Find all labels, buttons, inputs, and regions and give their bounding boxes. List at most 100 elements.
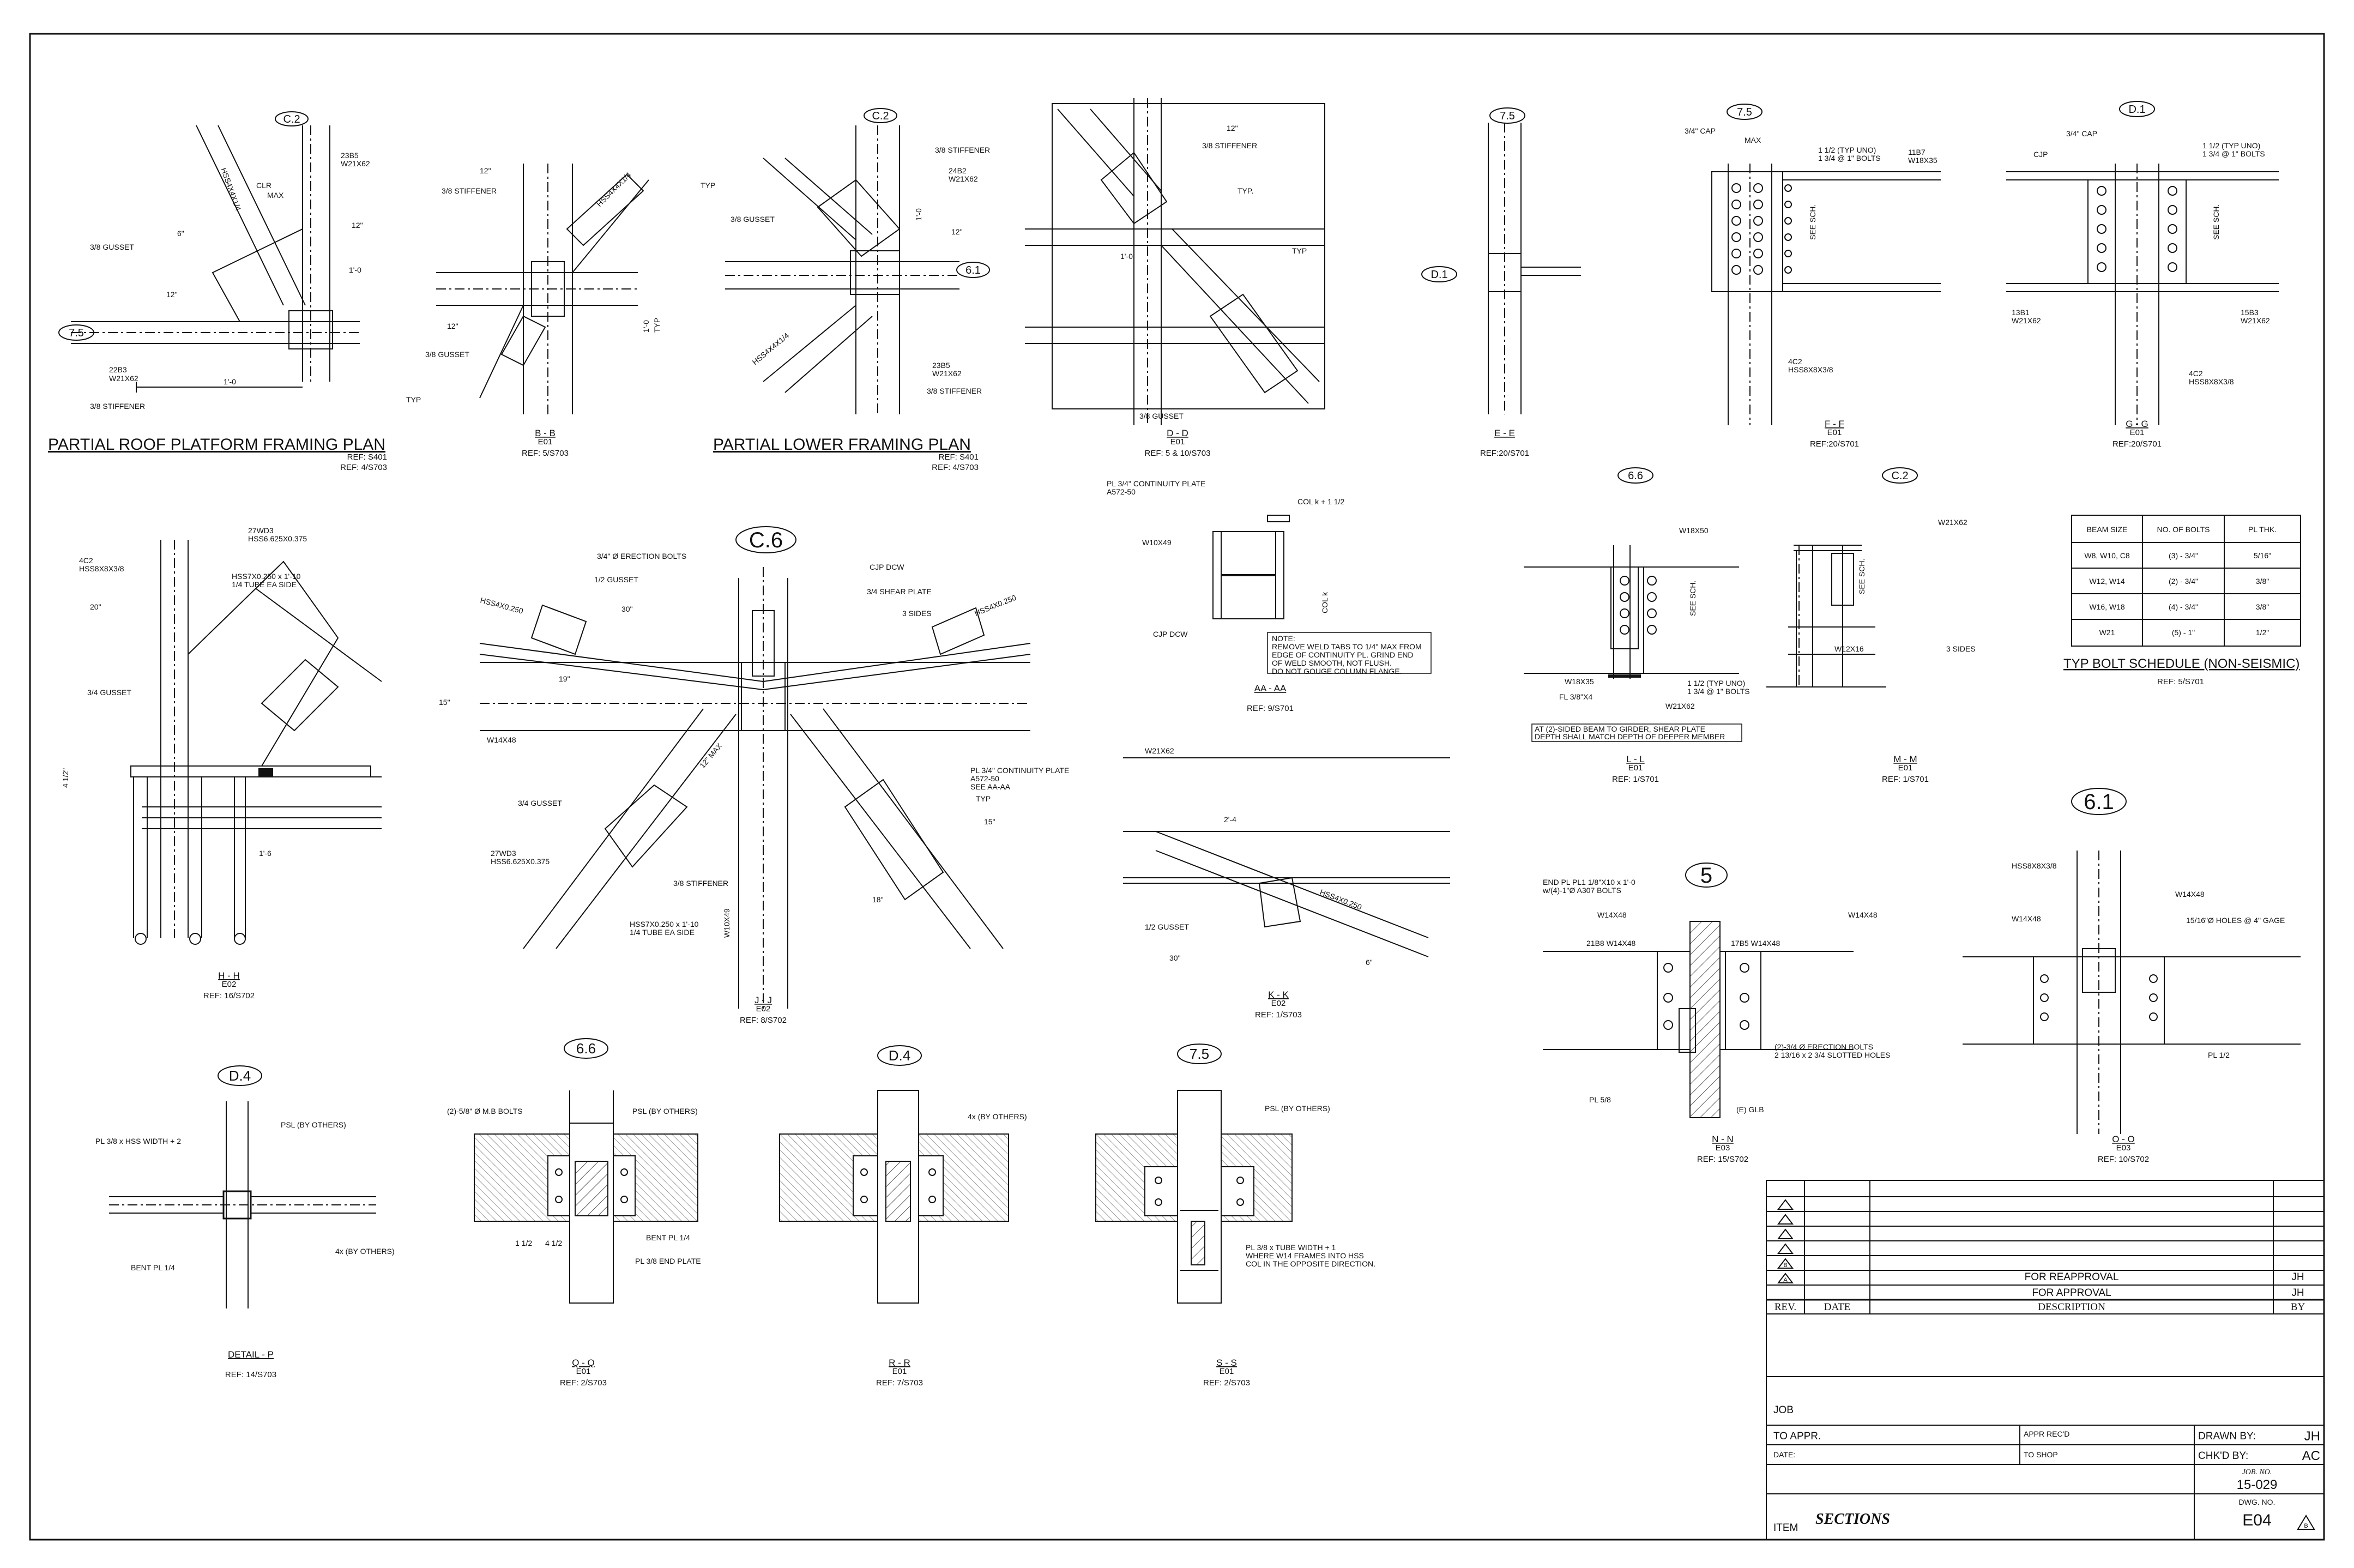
note: W10X49 xyxy=(722,908,731,938)
note: TYP xyxy=(701,181,715,190)
note: 1/4 TUBE EA SIDE xyxy=(232,580,297,589)
table-cell: (5) - 1" xyxy=(2172,628,2195,637)
note: 15" xyxy=(984,817,995,826)
table-cell: (4) - 3/4" xyxy=(2169,602,2198,611)
drawn-by-label: DRAWN BY: xyxy=(2198,1431,2256,1442)
grid-bubble-6-6-qq: 6.6 xyxy=(564,1038,608,1059)
date-label: DATE: xyxy=(1773,1450,1795,1459)
grid-bubble-c2-mm: C.2 xyxy=(1882,467,1918,484)
section-title: R - R xyxy=(889,1358,910,1368)
section-ref: REF:20/S701 xyxy=(1480,449,1529,458)
note: 27WD3 xyxy=(248,526,274,535)
grid-label: 7.5 xyxy=(1500,110,1515,122)
note: 24B2 xyxy=(949,166,967,175)
rev-by: JH xyxy=(2291,1271,2304,1283)
note: 20" xyxy=(90,602,101,611)
note: BENT PL 1/4 xyxy=(646,1233,690,1242)
section-title: S - S xyxy=(1216,1358,1237,1368)
note: HSS4X0.250 xyxy=(479,595,524,615)
rev-mark: A xyxy=(1783,1277,1788,1283)
note: HSS4X0.250 xyxy=(1319,888,1363,912)
grid-bubble-7-5-ss: 7.5 xyxy=(1177,1044,1222,1064)
grid-label: C.2 xyxy=(872,110,889,122)
note: 4x (BY OTHERS) xyxy=(968,1112,1027,1121)
section-title: F - F xyxy=(1825,419,1844,429)
note: PL 3/8 x HSS WIDTH + 2 xyxy=(95,1137,181,1145)
note: (2)-3/4 Ø ERECTION BOLTS xyxy=(1774,1042,1873,1051)
note: 1 3/4 @ 1" BOLTS xyxy=(2202,149,2265,158)
table-cell: 3/8" xyxy=(2256,602,2269,611)
dwg-no: E04 xyxy=(2242,1511,2271,1529)
note: 1/2 GUSSET xyxy=(594,575,638,584)
note: MAX xyxy=(267,191,284,200)
detail-p xyxy=(109,1101,376,1308)
dwg-no-label: DWG. NO. xyxy=(2239,1498,2275,1506)
grid-label: 6.1 xyxy=(965,264,981,276)
detail-section-d-d xyxy=(1025,98,1325,425)
note: PL 3/8 END PLATE xyxy=(635,1257,701,1265)
grid-bubble-d1: D.1 xyxy=(1421,266,1457,282)
note: DO NOT GOUGE COLUMN FLANGE. xyxy=(1272,667,1402,676)
note: CJP xyxy=(2033,150,2048,159)
note: 4C2 xyxy=(2189,369,2203,378)
note: TYP xyxy=(976,794,991,803)
note: 3/4 GUSSET xyxy=(518,799,562,807)
section-ref: E01 xyxy=(2130,428,2145,437)
section-ref: E01 xyxy=(1220,1367,1234,1376)
section-ref: REF:20/S701 xyxy=(1810,439,1859,449)
chkd-by-label: CHK'D BY: xyxy=(2198,1450,2248,1462)
note: SEE AA-AA xyxy=(970,782,1011,791)
note: 17B5 W14X48 xyxy=(1731,939,1780,948)
note: OF WELD SMOOTH, NOT FLUSH. xyxy=(1272,659,1392,667)
note: W21X62 xyxy=(1145,746,1174,755)
note: TYP xyxy=(406,395,421,404)
detail-section-l-l xyxy=(1524,545,1739,679)
note: 2 13/16 x 2 3/4 SLOTTED HOLES xyxy=(1774,1051,1890,1059)
table-cell: 1/2" xyxy=(2256,628,2269,637)
detail-roof-plan xyxy=(71,125,360,393)
section-ref: REF: 16/S702 xyxy=(203,991,255,1000)
note: W14X48 xyxy=(487,735,516,744)
grid-bubble-6-6: 6.6 xyxy=(1617,467,1653,484)
section-ref: E02 xyxy=(756,1004,771,1014)
section-ref: REF: 14/S703 xyxy=(225,1370,276,1379)
note: TYP. xyxy=(1238,186,1253,195)
grid-bubble-7-5: 7.5 xyxy=(58,324,94,341)
dwg-rev: B xyxy=(2304,1523,2308,1529)
note: NOTE: xyxy=(1272,634,1295,643)
note: COL k + 1 1/2 xyxy=(1297,497,1344,506)
table-cell: (2) - 3/4" xyxy=(2169,577,2198,586)
note: PSL (BY OTHERS) xyxy=(632,1107,698,1115)
note: 3 SIDES xyxy=(902,609,932,618)
appr-recd-label: APPR REC'D xyxy=(2024,1430,2069,1438)
note: SEE SCH. xyxy=(1808,204,1817,240)
note: 12" xyxy=(352,221,363,230)
bolt-schedule-title: TYP BOLT SCHEDULE (NON-SEISMIC) xyxy=(2063,656,2299,671)
note: w/(4)-1"Ø A307 BOLTS xyxy=(1542,886,1621,895)
section-ref: E01 xyxy=(892,1367,907,1376)
section-ref: REF: 10/S702 xyxy=(2098,1155,2149,1164)
grid-label: 6.6 xyxy=(1628,470,1643,482)
note: 3/8 STIFFENER xyxy=(673,879,728,888)
dwg-rev-triangle xyxy=(2297,1515,2315,1530)
note: 3 SIDES xyxy=(1946,644,1976,653)
title-lower-plan: PARTIAL LOWER FRAMING PLAN xyxy=(713,436,971,454)
note: 1 3/4 @ 1" BOLTS xyxy=(1687,687,1750,696)
note: 4 1/2" xyxy=(61,768,70,788)
grid-bubble-d4: D.4 xyxy=(218,1065,262,1086)
detail-section-o-o xyxy=(1963,851,2301,1134)
note: W14X48 xyxy=(2012,914,2041,923)
bolt-schedule-table: BEAM SIZE NO. OF BOLTS PL THK. W8, W10, … xyxy=(2071,515,2301,647)
note: 1'-6 xyxy=(259,849,271,858)
note: 21B8 W14X48 xyxy=(1586,939,1635,948)
note: 3/8 GUSSET xyxy=(1139,412,1184,420)
note: HSS7X0.250 x 1'-10 xyxy=(630,920,699,928)
note: HSS4X4X1/4 xyxy=(751,331,791,366)
note: 3/4 SHEAR PLATE xyxy=(867,587,932,596)
section-title: N - N xyxy=(1712,1134,1734,1144)
